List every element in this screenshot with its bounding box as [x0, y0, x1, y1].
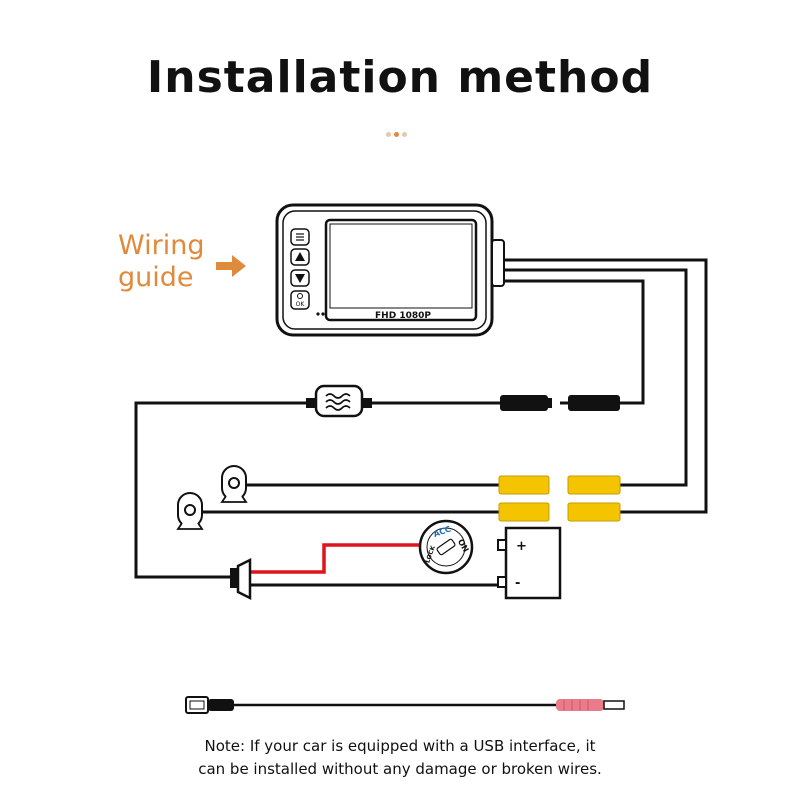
arrow-right-icon: [216, 255, 246, 277]
wiring-guide-line2: guide: [118, 262, 194, 293]
ignition-key-icon: ACC ON LOCK: [418, 519, 474, 575]
note-line2: can be installed without any damage or b…: [198, 760, 602, 778]
device-screen-label: FHD 1080P: [375, 311, 431, 321]
usb-cable: [185, 696, 625, 714]
note-line1: Note: If your car is equipped with a USB…: [204, 737, 596, 755]
battery-minus-label: -: [515, 576, 520, 591]
wiring-guide-line1: Wiring: [118, 230, 205, 261]
ok-button-label: OK: [296, 301, 306, 308]
battery-icon: + -: [497, 526, 562, 600]
rear-camera-icon: [220, 465, 248, 503]
power-connector: [500, 395, 620, 411]
ok-button-icon: OK: [290, 290, 310, 310]
rear-camera-icon: [176, 492, 204, 530]
battery-plus-label: +: [516, 539, 527, 554]
wire-clip-icon: [230, 557, 252, 601]
inline-filter: [306, 384, 372, 418]
dash-cam-device: FHD 1080P OK: [275, 203, 505, 337]
wiring-guide-label: Wiring guide: [118, 230, 204, 294]
yellow-connectors: [498, 475, 621, 522]
acc-power-wire: [250, 543, 420, 574]
menu-button-icon: [290, 228, 310, 246]
device-wires: [134, 258, 708, 587]
page-title: Installation method: [146, 52, 654, 103]
decorative-dots: [386, 122, 416, 137]
usb-note: Note: If your car is equipped with a USB…: [0, 735, 800, 781]
up-button-icon: [290, 248, 310, 266]
down-button-icon: [290, 269, 310, 287]
